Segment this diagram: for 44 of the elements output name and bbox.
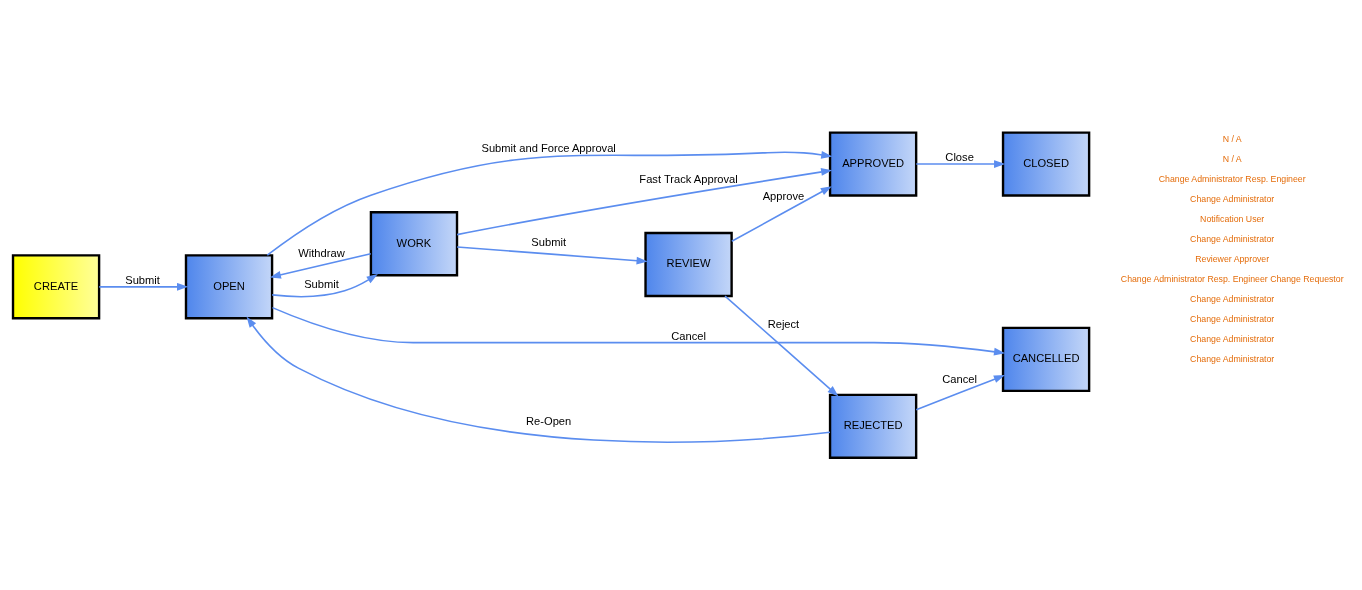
- label: N / A: [1222, 134, 1242, 145]
- edge-label: Approve: [762, 190, 805, 203]
- node-box: REJECTED: [828, 393, 918, 459]
- arrow: [915, 160, 1006, 168]
- node-box: OPEN: [184, 254, 274, 320]
- node-box: CANCELLED: [1001, 326, 1091, 393]
- label: Change Administrator: [1190, 333, 1275, 344]
- edge-label: Cancel: [942, 373, 977, 386]
- label: Change Administrator: [1190, 293, 1275, 304]
- arrow: [456, 168, 833, 236]
- node-box: CREATE: [11, 254, 101, 320]
- label: Change Administrator: [1190, 313, 1275, 324]
- edge-label: Re-Open: [526, 414, 572, 427]
- node-box: REVIEW: [644, 231, 733, 298]
- label: Change Administrator: [1190, 353, 1275, 364]
- arrow: [731, 186, 832, 242]
- arrow: [246, 316, 831, 443]
- edge-label: Cancel: [671, 329, 706, 342]
- label: N / A: [1222, 154, 1242, 165]
- edge-label: Submit: [531, 236, 567, 249]
- edge-label: Withdraw: [298, 247, 345, 260]
- node-box: APPROVED: [828, 131, 918, 197]
- arrow: [266, 150, 833, 256]
- edge-label: Submit and Force Approval: [481, 142, 616, 155]
- edge-label: Reject: [767, 318, 800, 331]
- label: Reviewer Approver: [1195, 253, 1270, 264]
- label: Change Administrator: [1190, 234, 1275, 245]
- edge-label: Submit: [125, 273, 160, 286]
- label: Change Administrator: [1190, 194, 1275, 205]
- label: Change Administrator Resp. Engineer Change Requestor: [1120, 273, 1344, 284]
- arrow: [456, 246, 648, 265]
- edge-label: Close: [945, 151, 974, 164]
- arrow: [269, 252, 372, 279]
- arrow: [271, 274, 378, 298]
- edge-label: Fast Track Approval: [639, 173, 738, 186]
- edge-label: Submit: [304, 277, 339, 290]
- arrow: [724, 295, 839, 397]
- arrow: [271, 306, 1006, 356]
- arrow: [915, 375, 1006, 411]
- label: Change Administrator Resp. Engineer: [1158, 174, 1306, 185]
- arrow: [98, 282, 189, 291]
- node-box: WORK: [369, 211, 459, 277]
- node-box: CLOSED: [1001, 131, 1091, 197]
- label: Notification User: [1200, 214, 1265, 225]
